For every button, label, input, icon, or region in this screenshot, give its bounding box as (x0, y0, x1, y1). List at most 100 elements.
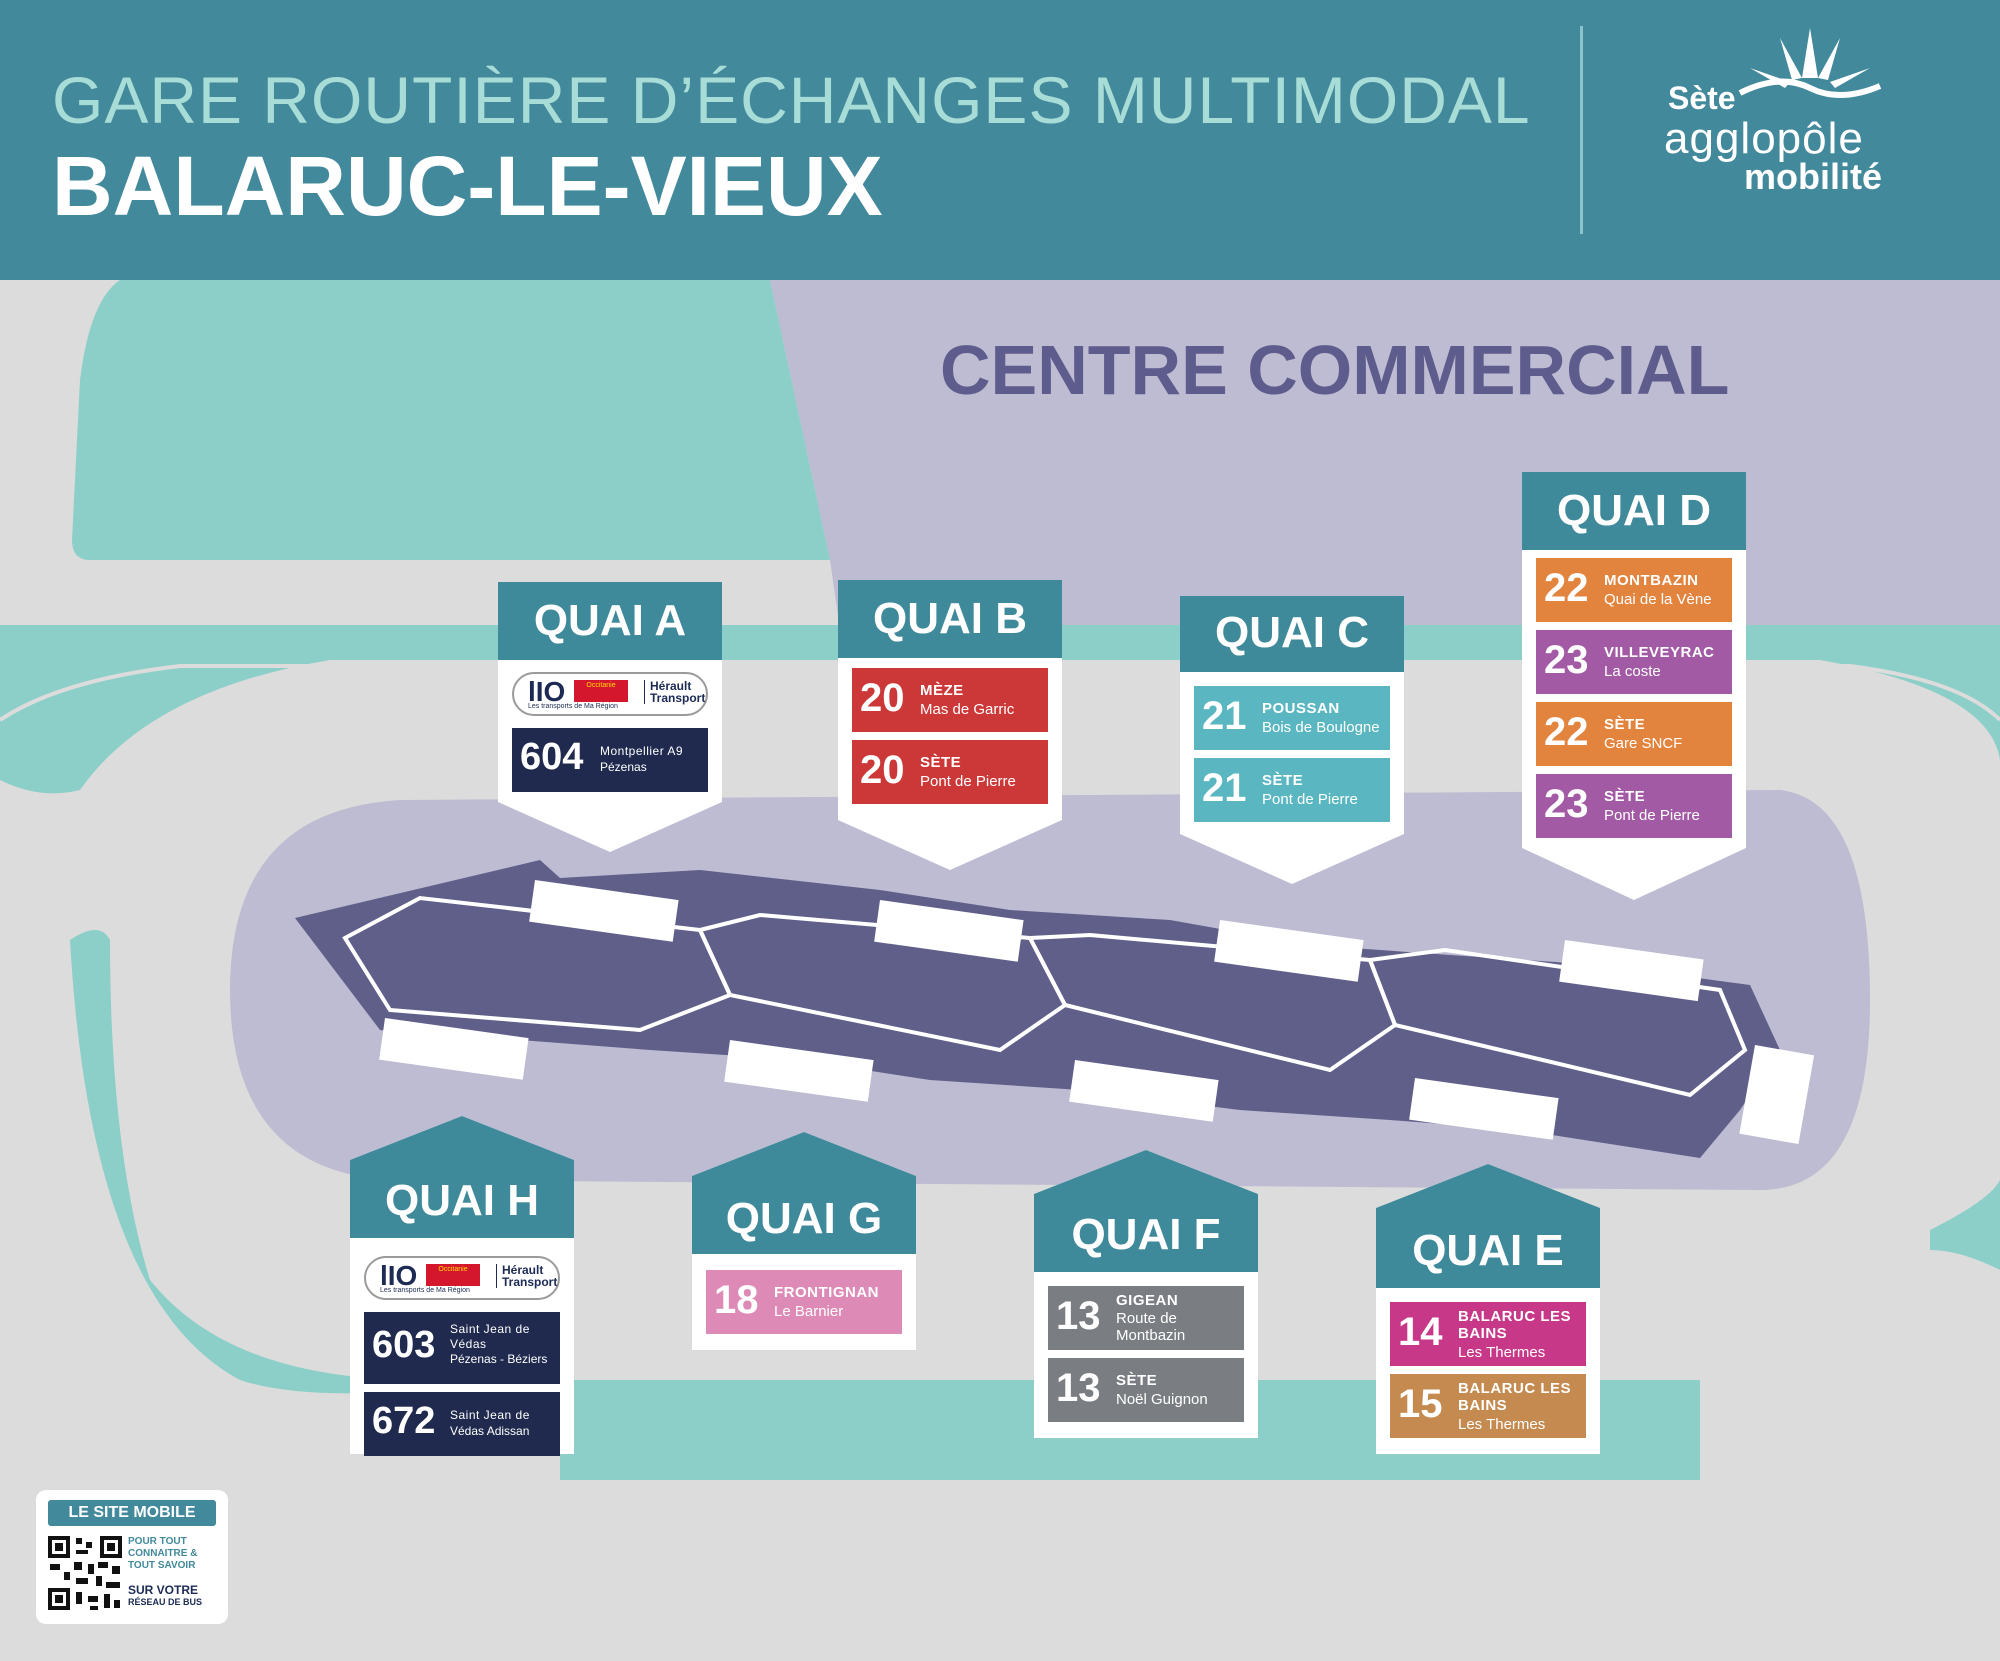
line-stop: Pézenas - Béziers (450, 1352, 548, 1366)
agglopole-logo: Sète agglopôle mobilité (1660, 28, 1930, 228)
qr-heading: LE SITE MOBILE (48, 1500, 216, 1526)
quai-e-title: QUAI E (1412, 1226, 1564, 1275)
line-number: 20 (860, 676, 905, 720)
line-number: 21 (1202, 766, 1247, 810)
line-number: 23 (1544, 638, 1589, 682)
line-destination: MONTBAZIN (1604, 572, 1699, 589)
line-23-villeveyrac[interactable]: 23 VILLEVEYRAC La coste (1536, 630, 1732, 694)
line-603[interactable]: 603 Saint Jean de Védas Pézenas - Bézier… (364, 1312, 560, 1384)
mobile-site-qr-card[interactable]: LE SITE MOBILE POUR TOUT CONNAITRE & TOU… (36, 1490, 228, 1624)
line-destination: VILLEVEYRAC (1604, 644, 1715, 661)
line-stop: Le Barnier (774, 1303, 844, 1320)
line-18-frontignan[interactable]: 18 FRONTIGNAN Le Barnier (706, 1270, 902, 1334)
lio-subtext: Les transports de Ma Région (528, 703, 618, 710)
quai-h-title: QUAI H (385, 1176, 539, 1225)
line-stop: Pont de Pierre (1604, 807, 1700, 824)
lio-text: lIO (380, 1260, 418, 1291)
header-title: BALARUC-LE-VIEUX (52, 139, 883, 233)
line-stop: La coste (1604, 663, 1661, 680)
quai-a[interactable]: QUAI A lIO Les transports de Ma Région O… (498, 582, 722, 852)
platform-end-block (1739, 1045, 1815, 1145)
line-number: 672 (372, 1400, 436, 1442)
line-stop: Bois de Boulogne (1262, 719, 1380, 736)
line-22-sete[interactable]: 22 SÈTE Gare SNCF (1536, 702, 1732, 766)
lio-subtext: Les transports de Ma Région (380, 1287, 470, 1294)
lio-logo: lIO Les transports de Ma Région Occitani… (512, 672, 708, 716)
line-13-gigean[interactable]: 13 GIGEAN Route de Montbazin (1048, 1286, 1244, 1350)
line-stop: Les Thermes (1458, 1416, 1546, 1433)
line-22-montbazin[interactable]: 22 MONTBAZIN Quai de la Vène (1536, 558, 1732, 622)
line-number: 14 (1398, 1310, 1443, 1354)
line-number: 22 (1544, 710, 1589, 754)
line-destination: Saint Jean de Védas (450, 1322, 530, 1351)
quai-g[interactable]: QUAI G 18 FRONTIGNAN Le Barnier (692, 1132, 916, 1350)
header-subtitle: GARE ROUTIÈRE D’ÉCHANGES MULTIMODAL (52, 63, 1531, 137)
logo-line3: mobilité (1744, 156, 1883, 197)
header-banner: GARE ROUTIÈRE D’ÉCHANGES MULTIMODAL BALA… (0, 0, 2000, 280)
quai-d[interactable]: QUAI D 22 MONTBAZIN Quai de la Vène 23 V… (1522, 472, 1746, 900)
herault-transport-logo: Hérault Transport (496, 1264, 558, 1288)
line-20-sete[interactable]: 20 SÈTE Pont de Pierre (852, 740, 1048, 804)
occitanie-logo: Occitanie (426, 1264, 480, 1286)
line-stop: Mas de Garric (920, 701, 1015, 718)
header-divider (1580, 26, 1583, 234)
centre-commercial-label: CENTRE COMMERCIAL (940, 331, 1730, 409)
quai-c[interactable]: QUAI C 21 POUSSAN Bois de Boulogne 21 SÈ… (1180, 596, 1404, 884)
line-destination: SÈTE (1604, 716, 1646, 733)
line-number: 15 (1398, 1382, 1443, 1426)
parking-area (72, 280, 830, 560)
line-23-sete[interactable]: 23 SÈTE Pont de Pierre (1536, 774, 1732, 838)
line-number: 13 (1056, 1294, 1101, 1338)
line-stop: Védas Adissan (450, 1424, 530, 1438)
line-destination: MÈZE (920, 682, 964, 699)
logo-line2: agglopôle (1664, 114, 1864, 163)
line-604[interactable]: 604 Montpellier A9 Pézenas (512, 728, 708, 792)
line-destination: SÈTE (1604, 788, 1646, 805)
quai-f[interactable]: QUAI F 13 GIGEAN Route de Montbazin 13 S… (1034, 1150, 1258, 1438)
line-destination: BALARUC LES BAINS (1458, 1308, 1571, 1342)
line-21-poussan[interactable]: 21 POUSSAN Bois de Boulogne (1194, 686, 1390, 750)
line-number: 603 (372, 1324, 436, 1366)
line-stop: Pont de Pierre (1262, 791, 1358, 808)
line-destination: SÈTE (1116, 1372, 1158, 1389)
quai-a-title: QUAI A (533, 596, 687, 645)
qr-code-icon[interactable] (46, 1534, 124, 1612)
quai-e[interactable]: QUAI E 14 BALARUC LES BAINS Les Thermes … (1376, 1164, 1600, 1454)
line-number: 21 (1202, 694, 1247, 738)
qr-line-b: SUR VOTRE (128, 1583, 199, 1597)
line-destination: POUSSAN (1262, 700, 1340, 717)
line-21-sete[interactable]: 21 SÈTE Pont de Pierre (1194, 758, 1390, 822)
line-destination: GIGEAN (1116, 1292, 1179, 1309)
line-stop: Route de Montbazin (1116, 1310, 1186, 1344)
line-20-meze[interactable]: 20 MÈZE Mas de Garric (852, 668, 1048, 732)
line-destination: SÈTE (1262, 772, 1304, 789)
quai-f-title: QUAI F (1071, 1210, 1221, 1259)
line-number: 604 (520, 736, 584, 778)
line-number: 20 (860, 748, 905, 792)
line-stop: Les Thermes (1458, 1344, 1546, 1361)
line-destination: SÈTE (920, 754, 962, 771)
shelter-hatches (379, 880, 1704, 1140)
line-destination: FRONTIGNAN (774, 1284, 879, 1301)
line-stop: Pézenas (600, 760, 647, 774)
quai-c-title: QUAI C (1215, 608, 1369, 657)
line-15-balaruc[interactable]: 15 BALARUC LES BAINS Les Thermes (1390, 1374, 1586, 1438)
logo-line1: Sète (1668, 80, 1736, 116)
herault-transport-logo: Hérault Transport (644, 680, 706, 704)
qr-line-c: RÉSEAU DE BUS (128, 1597, 203, 1607)
quai-h[interactable]: QUAI H lIO Les transports de Ma Région O… (350, 1116, 574, 1456)
quai-b[interactable]: QUAI B 20 MÈZE Mas de Garric 20 SÈTE Pon… (838, 580, 1062, 870)
line-destination: Montpellier A9 (600, 744, 684, 758)
lio-text: lIO (528, 676, 566, 707)
qr-tagline: POUR TOUT CONNAITRE & TOUT SAVOIR (128, 1536, 198, 1571)
line-672[interactable]: 672 Saint Jean de Védas Adissan (364, 1392, 560, 1456)
quai-b-title: QUAI B (873, 594, 1027, 643)
quai-g-title: QUAI G (725, 1194, 883, 1243)
line-number: 22 (1544, 566, 1589, 610)
line-13-sete[interactable]: 13 SÈTE Noël Guignon (1048, 1358, 1244, 1422)
line-14-balaruc[interactable]: 14 BALARUC LES BAINS Les Thermes (1390, 1302, 1586, 1366)
occitanie-logo: Occitanie (574, 680, 628, 702)
lio-logo: lIO Les transports de Ma Région Occitani… (364, 1256, 560, 1300)
line-number: 13 (1056, 1366, 1101, 1410)
line-stop: Noël Guignon (1116, 1391, 1208, 1408)
